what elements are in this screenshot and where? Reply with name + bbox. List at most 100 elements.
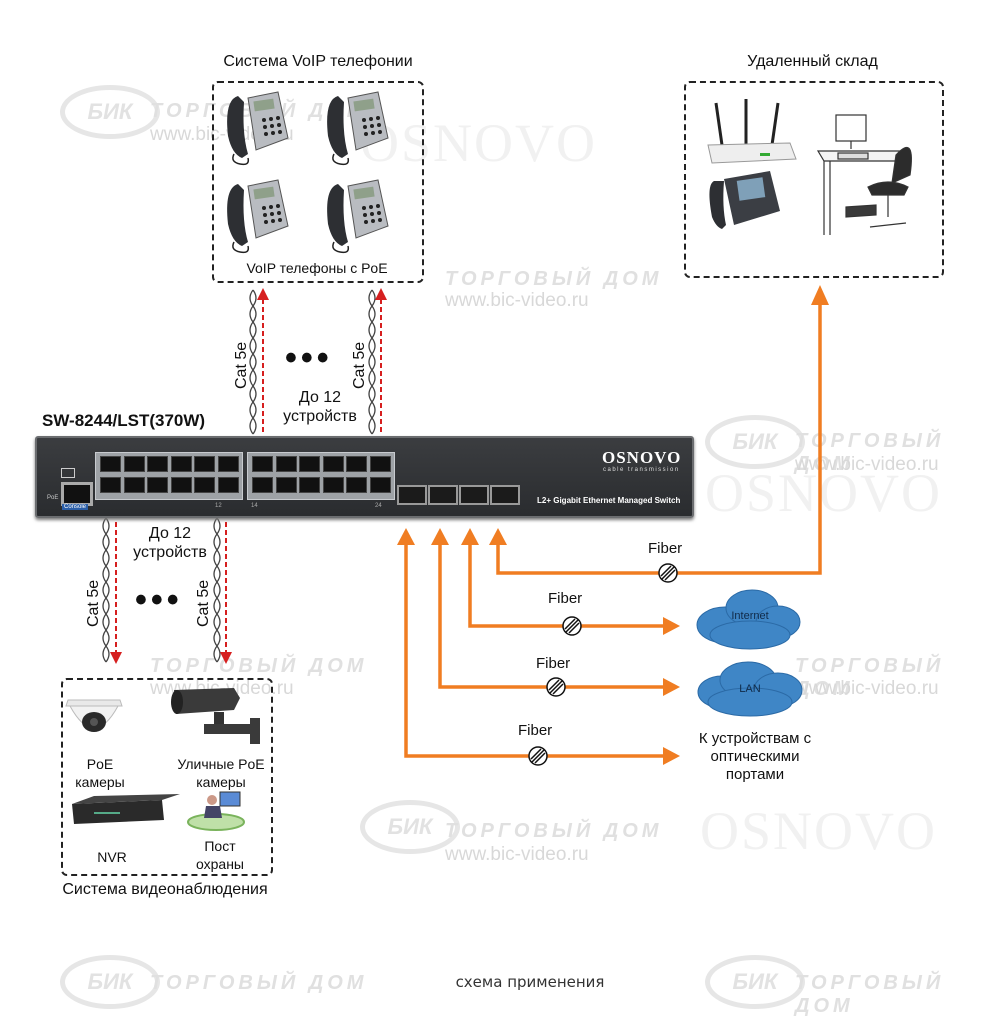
sfp-port-3: [459, 485, 489, 505]
switch-brand-subtitle: cable transmission: [603, 467, 680, 473]
cctv-system-title: Система видеонаблюдения: [62, 881, 268, 898]
cctv-device-count: До 12 устройств: [128, 524, 212, 562]
voip-phone-icon: [227, 91, 289, 166]
fiber-line-optical: [404, 540, 672, 758]
cctv-item-label: Пост охраны: [188, 837, 252, 873]
workstation-icon: [816, 114, 912, 235]
arrowhead-internet: [663, 617, 680, 635]
cat5e-cable-cctv-1: [102, 517, 110, 663]
fiber-label: Fiber: [536, 655, 571, 672]
warehouse-box: [684, 81, 944, 278]
rj45-port: [252, 456, 273, 472]
wifi-router-icon: [707, 99, 797, 164]
rj45-port: [147, 456, 168, 472]
rj45-port: [147, 477, 168, 493]
lan-cloud-label: LAN: [739, 683, 761, 695]
switch-model-label: SW-8244/LST(370W): [42, 411, 206, 430]
cctv-system-box: [61, 678, 273, 876]
rj45-port: [100, 456, 121, 472]
fiber-connector-icon: [562, 616, 582, 636]
cctv-item-label-line: Пост: [204, 838, 236, 854]
sfp-port-1: [397, 485, 427, 505]
internet-cloud-icon: [696, 589, 801, 650]
switch-brand-logo: OSNOVO: [602, 448, 682, 467]
rj45-port: [369, 477, 391, 493]
rj45-port: [123, 477, 145, 493]
warehouse-items: [707, 99, 912, 235]
fiber-connector-icon: [658, 563, 678, 583]
arrowhead-lan: [663, 678, 680, 696]
bullet-camera-icon: [171, 688, 260, 744]
cable-label-cat5e: Cat 5e: [233, 341, 250, 389]
cable-label-cat5e: Cat 5e: [351, 341, 368, 389]
poe-led-label: PoE: [47, 495, 59, 501]
fiber-connector-icon: [528, 746, 548, 766]
fiber-line-internet: [468, 540, 672, 628]
cctv-item-label-line: камеры: [196, 774, 246, 790]
device-count-line: До 12: [298, 389, 342, 406]
rj45-port: [275, 477, 297, 493]
cctv-item-label-line: охраны: [196, 856, 244, 872]
sfp-port-2: [428, 485, 458, 505]
arrowhead-optical: [663, 747, 680, 765]
arrowhead-sfp1: [397, 528, 415, 545]
cctv-item-label: NVR: [97, 849, 127, 865]
fiber-label: Fiber: [648, 540, 683, 557]
rj45-port: [252, 477, 273, 493]
rj45-port: [322, 456, 344, 472]
arrowhead-sfp3: [461, 528, 479, 545]
diagram-caption: схема применения: [455, 973, 605, 991]
optical-devices-label: К устройствам с оптическими портами: [680, 730, 830, 784]
rj45-port: [346, 456, 367, 472]
rj45-port: [123, 456, 145, 472]
device-count-line: До 12: [148, 525, 192, 542]
rj45-port: [275, 456, 297, 472]
cat5e-cable-voip-1: [249, 289, 257, 435]
optical-devices-line: оптическими: [710, 748, 800, 765]
rj45-port: [194, 477, 215, 493]
arrowhead-warehouse: [811, 285, 829, 305]
cat5e-cable-voip-2: [368, 289, 376, 435]
port-number-label: 24: [375, 503, 382, 509]
fiber-label: Fiber: [548, 590, 583, 607]
rj45-port: [217, 477, 239, 493]
fiber-label: Fiber: [518, 722, 553, 739]
rj45-port: [346, 477, 367, 493]
fiber-connector-icon: [546, 677, 566, 697]
cat5e-cable-cctv-2: [213, 517, 221, 663]
device-count-line: устройств: [283, 408, 357, 425]
security-post-icon: [187, 791, 245, 831]
port-number-label: 12: [215, 503, 222, 509]
nvr-icon: [72, 794, 180, 824]
voip-system-title: Система VoIP телефонии: [223, 53, 413, 70]
cable-label-cat5e: Cat 5e: [195, 579, 212, 627]
port-number-label: 14: [251, 503, 258, 509]
cable-label-cat5e: Cat 5e: [85, 579, 102, 627]
rj45-port: [217, 456, 239, 472]
cctv-item-label: PoE камеры: [68, 755, 132, 791]
voip-device-count: До 12 устройств: [278, 388, 362, 426]
internet-cloud-label: Internet: [731, 610, 769, 622]
more-devices-dots: •••: [135, 581, 183, 619]
network-switch: PoE Console 12 14 24 OSNOVO cable transm…: [35, 436, 694, 518]
fiber-line-lan: [438, 540, 672, 689]
rj45-port: [322, 477, 344, 493]
rj45-port: [299, 477, 320, 493]
optical-devices-line: портами: [725, 766, 785, 783]
status-led-icon: [61, 468, 75, 478]
voip-phones-label: VoIP телефоны с PoE: [246, 260, 388, 276]
voip-system-box: [212, 81, 424, 283]
lan-cloud-icon: [697, 661, 803, 717]
warehouse-title: Удаленный склад: [747, 53, 878, 70]
rj45-port: [100, 477, 121, 493]
optical-devices-line: К устройствам с: [698, 730, 812, 747]
rj45-port: [299, 456, 320, 472]
console-label: Console: [62, 504, 89, 510]
switch-description: L2+ Gigabit Ethernet Managed Switch: [537, 496, 681, 505]
cctv-item-label-line: камеры: [75, 774, 125, 790]
rj45-port: [194, 456, 215, 472]
cctv-item-label-line: PoE: [86, 756, 114, 772]
device-count-line: устройств: [133, 544, 207, 561]
sfp-port-4: [490, 485, 520, 505]
